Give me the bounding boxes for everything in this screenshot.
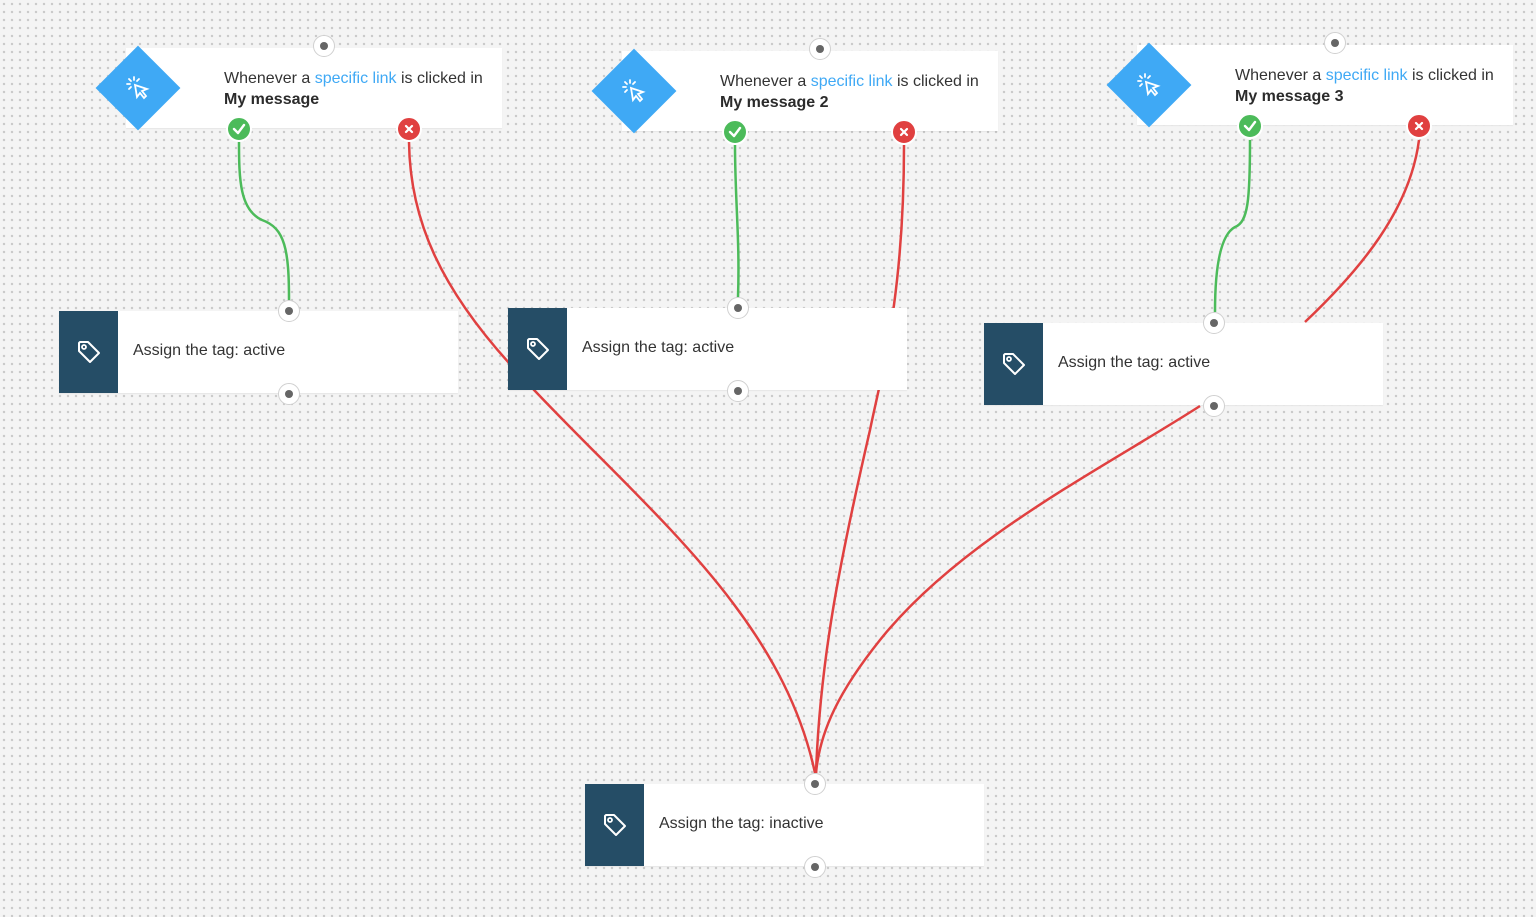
- trigger-2-no-port[interactable]: [891, 119, 917, 145]
- yes-connector-1: [237, 141, 291, 301]
- trigger-text: Whenever a specific link is clicked in M…: [720, 73, 979, 111]
- no-connector-3: [814, 139, 1421, 774]
- action-label: Assign the tag: inactive: [659, 815, 824, 832]
- tag-icon: [77, 341, 100, 363]
- specific-link[interactable]: specific link: [810, 73, 893, 90]
- no-connector-1: [407, 141, 817, 774]
- tag-icon: [1002, 353, 1025, 375]
- action-node-4[interactable]: Assign the tag: inactive: [585, 784, 984, 866]
- message-name: My message 2: [720, 94, 829, 111]
- specific-link[interactable]: specific link: [314, 70, 397, 87]
- message-name: My message 3: [1235, 88, 1344, 105]
- trigger-node-2[interactable]: Whenever a specific link is clicked in M…: [591, 48, 998, 134]
- action-3-output-port[interactable]: [1203, 395, 1225, 417]
- message-name: My message: [224, 91, 320, 108]
- tag-icon: [603, 814, 626, 836]
- trigger-node-3[interactable]: Whenever a specific link is clicked in M…: [1106, 42, 1513, 128]
- action-icon-box: [59, 311, 118, 393]
- action-4-output-port[interactable]: [804, 856, 826, 878]
- specific-link[interactable]: specific link: [1325, 67, 1408, 84]
- action-label: Assign the tag: active: [1058, 354, 1211, 371]
- trigger-1-yes-port[interactable]: [226, 116, 252, 142]
- check-icon: [232, 123, 246, 135]
- trigger-text: Whenever a specific link is clicked in M…: [224, 70, 483, 108]
- yes-connector-3: [1213, 139, 1252, 313]
- trigger-node-1[interactable]: Whenever a specific link is clicked in M…: [95, 45, 502, 131]
- action-node-3[interactable]: Assign the tag: active: [984, 323, 1383, 405]
- cursor-click-icon: [1119, 55, 1179, 115]
- trigger-1-no-port[interactable]: [396, 116, 422, 142]
- action-node-2[interactable]: Assign the tag: active: [508, 308, 907, 390]
- action-label: Assign the tag: active: [582, 339, 735, 356]
- action-node-1[interactable]: Assign the tag: active: [59, 311, 458, 393]
- action-2-input-port[interactable]: [727, 297, 749, 319]
- trigger-2-input-port[interactable]: [809, 38, 831, 60]
- action-icon-box: [585, 784, 644, 866]
- tag-icon: [526, 338, 549, 360]
- yes-connector-2: [733, 144, 740, 298]
- trigger-3-no-port[interactable]: [1406, 113, 1432, 139]
- x-icon: [899, 127, 909, 137]
- trigger-2-yes-port[interactable]: [722, 119, 748, 145]
- action-label: Assign the tag: active: [133, 342, 286, 359]
- action-1-input-port[interactable]: [278, 300, 300, 322]
- action-1-output-port[interactable]: [278, 383, 300, 405]
- trigger-3-input-port[interactable]: [1324, 32, 1346, 54]
- trigger-text: Whenever a specific link is clicked in M…: [1235, 67, 1494, 105]
- check-icon: [728, 126, 742, 138]
- action-2-output-port[interactable]: [727, 380, 749, 402]
- check-icon: [1243, 120, 1257, 132]
- x-icon: [404, 124, 414, 134]
- no-connector-2: [814, 144, 906, 774]
- trigger-3-yes-port[interactable]: [1237, 113, 1263, 139]
- action-3-input-port[interactable]: [1203, 312, 1225, 334]
- cursor-click-icon: [604, 61, 664, 121]
- action-icon-box: [984, 323, 1043, 405]
- x-icon: [1414, 121, 1424, 131]
- action-icon-box: [508, 308, 567, 390]
- trigger-1-input-port[interactable]: [313, 35, 335, 57]
- action-4-input-port[interactable]: [804, 773, 826, 795]
- cursor-click-icon: [108, 58, 168, 118]
